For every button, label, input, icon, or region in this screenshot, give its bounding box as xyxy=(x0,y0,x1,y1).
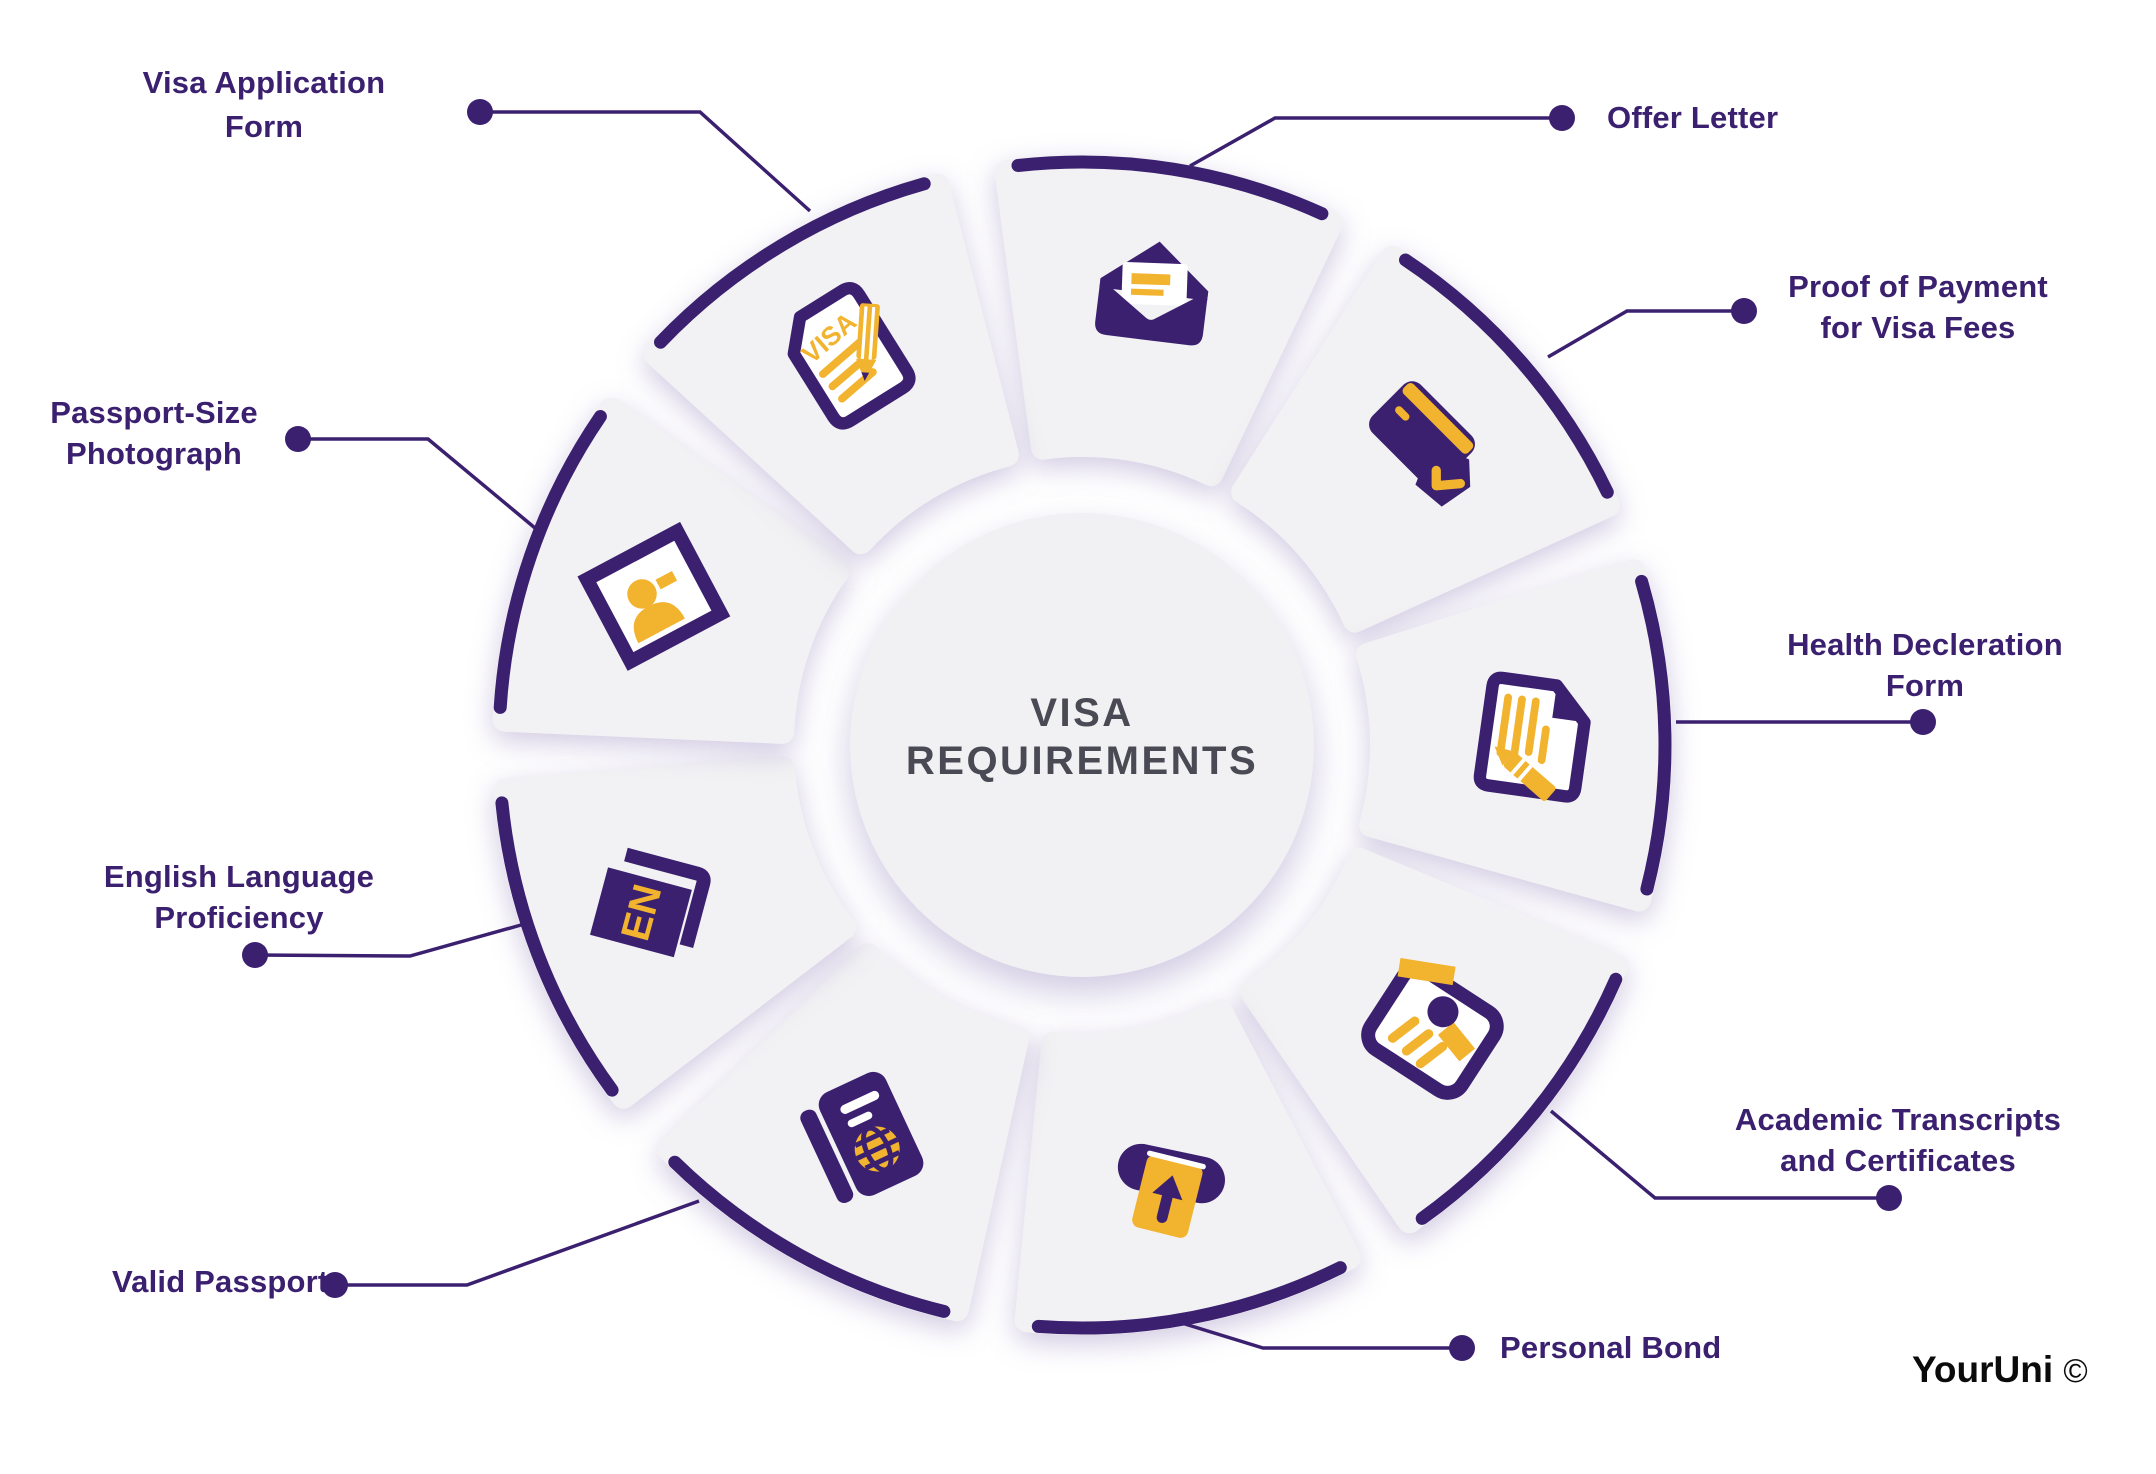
segment-outer-rim xyxy=(1635,574,1672,896)
connector-line xyxy=(1189,116,1562,168)
segment-outer-rim xyxy=(1415,972,1623,1225)
segment-outer-rim xyxy=(654,177,931,349)
connector-dot xyxy=(467,99,493,125)
label-passport-size-photo: Passport-Size Photograph xyxy=(50,395,258,471)
connector xyxy=(322,1199,700,1298)
connector xyxy=(1549,1109,1902,1211)
connector-dot xyxy=(242,942,268,968)
connector-dot xyxy=(1910,709,1936,735)
segment-outer-rim xyxy=(1031,1261,1347,1335)
connector xyxy=(1189,105,1575,168)
connector-line xyxy=(1171,1318,1462,1350)
connector xyxy=(285,426,537,530)
brand-name: YourUni xyxy=(1912,1349,2054,1390)
connector-dot xyxy=(285,426,311,452)
health-form-icon xyxy=(1478,677,1589,806)
connector-line xyxy=(254,923,522,958)
wheel-center-title: VISA REQUIREMENTS xyxy=(905,691,1259,783)
connector-dot xyxy=(1549,105,1575,131)
connector xyxy=(467,99,812,213)
connector xyxy=(1547,298,1757,359)
segment-outer-rim xyxy=(1399,253,1614,499)
segment-outer-rim xyxy=(1011,155,1329,221)
connector xyxy=(1171,1318,1475,1361)
connector-dot xyxy=(1731,298,1757,324)
connector xyxy=(242,923,522,968)
label-english-proficiency: English Language Proficiency xyxy=(103,859,375,935)
connector-dot xyxy=(1449,1335,1475,1361)
label-academic-transcripts: Academic Transcripts and Certificates xyxy=(1734,1102,2062,1178)
label-proof-of-payment: Proof of Payment for Visa Fees xyxy=(1788,269,2048,345)
segment-outer-rim xyxy=(668,1155,951,1318)
center-circle xyxy=(850,513,1314,977)
segment-outer-rim xyxy=(495,796,619,1097)
label-personal-bond: Personal Bond xyxy=(1500,1330,1722,1365)
label-valid-passport: Valid Passport xyxy=(112,1264,329,1299)
brand-credit: YourUni © xyxy=(1912,1349,2088,1391)
connector-line xyxy=(298,437,537,530)
label-health-declaration-form: Health Decleration Form xyxy=(1787,627,2063,703)
connector-dot xyxy=(322,1272,348,1298)
connector-line xyxy=(1549,1109,1889,1200)
connector-dot xyxy=(1876,1185,1902,1211)
segment-outer-rim xyxy=(493,410,607,714)
label-visa-application-form: Visa Application Form xyxy=(142,65,386,144)
connector xyxy=(1676,709,1936,735)
connector-line xyxy=(1547,309,1744,359)
connector-lines xyxy=(242,99,1936,1361)
connector-line xyxy=(480,110,812,213)
label-offer-letter: Offer Letter xyxy=(1607,100,1779,135)
connector-line xyxy=(335,1199,700,1287)
copyright-symbol: © xyxy=(2063,1352,2088,1389)
